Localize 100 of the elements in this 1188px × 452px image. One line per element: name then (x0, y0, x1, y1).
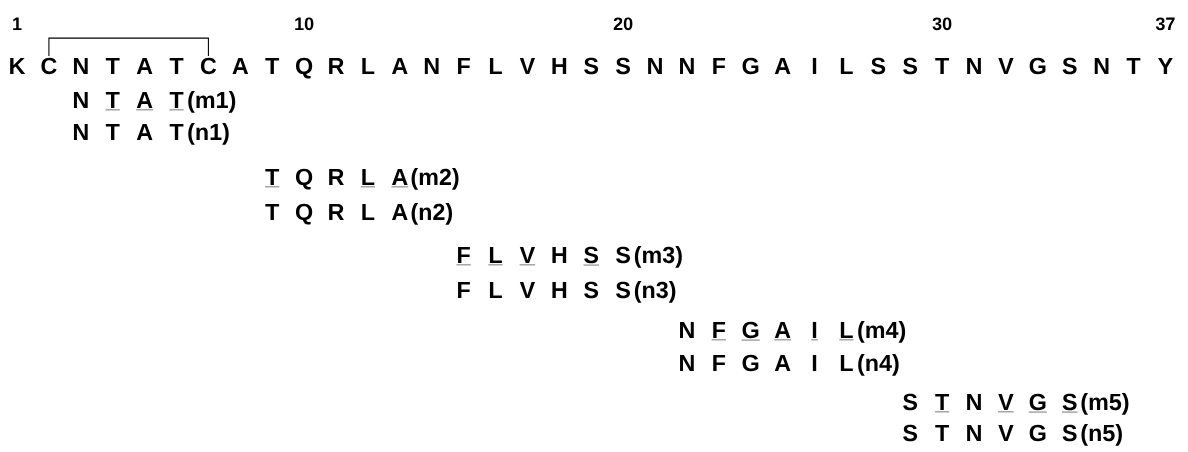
peptide-residue: F (458, 281, 470, 298)
underlined-residue: I (811, 321, 818, 341)
underlined-residue: L (488, 246, 503, 266)
sequence-residue: L (489, 57, 502, 74)
sequence-residue: N (424, 57, 439, 74)
sequence-residue: S (903, 57, 918, 75)
peptide-residue: N (680, 321, 694, 338)
position-number: 10 (295, 17, 314, 31)
peptide-label: (m2) (411, 168, 459, 190)
sequence-residue: F (458, 57, 470, 74)
peptide-label: (m3) (634, 246, 682, 268)
peptide-label: (n2) (411, 203, 452, 225)
peptide-residue: Q (296, 203, 313, 225)
peptide-residue: S (616, 281, 630, 299)
underlined-residue: A (391, 168, 409, 188)
peptide-residue: N (967, 393, 981, 410)
peptide-label: (n5) (1081, 424, 1122, 446)
underlined-residue: A (135, 91, 154, 111)
underlined-residue: F (711, 321, 727, 341)
peptide-residue: N (680, 354, 694, 371)
underlined-residue: F (456, 246, 471, 266)
sequence-residue: S (1062, 57, 1077, 75)
peptide-residue: V (519, 281, 536, 298)
sequence-residue: Q (296, 57, 313, 79)
underlined-residue: V (997, 393, 1014, 413)
peptide-residue: S (903, 424, 918, 442)
sequence-residue: N (73, 57, 88, 74)
sequence-residue: R (329, 57, 344, 74)
peptide-residue: L (840, 354, 853, 371)
peptide-residue: N (73, 91, 88, 108)
underlined-residue: A (773, 321, 792, 341)
sequence-residue: L (362, 57, 375, 74)
sequence-residue: T (265, 57, 280, 74)
peptide-residue: R (329, 203, 344, 220)
peptide-residue: N (967, 424, 981, 441)
disulfide-bond (48, 37, 209, 57)
underlined-residue: G (1028, 393, 1048, 413)
peptide-residue: H (552, 246, 567, 263)
sequence-residue: A (774, 57, 791, 74)
sequence-residue: I (812, 57, 817, 74)
sequence-residue: C (200, 57, 217, 75)
sequence-residue: N (680, 57, 694, 74)
peptide-residue: A (391, 203, 408, 220)
position-number: 20 (613, 17, 633, 31)
peptide-residue: Q (296, 168, 313, 190)
sequence-residue: L (840, 57, 853, 74)
underlined-residue: T (169, 91, 184, 111)
peptide-label: (n1) (188, 123, 229, 145)
peptide-residue: G (1029, 424, 1046, 442)
position-number: 1 (13, 17, 22, 30)
peptide-residue: F (713, 354, 726, 371)
peptide-residue: R (329, 168, 344, 185)
peptide-label: (n3) (634, 281, 676, 303)
position-number: 37 (1155, 17, 1175, 31)
sequence-residue: T (169, 57, 184, 74)
underlined-residue: T (934, 393, 950, 413)
peptide-label: (m1) (188, 91, 236, 113)
peptide-residue: T (169, 123, 184, 140)
sequence-residue: A (391, 57, 408, 74)
peptide-residue: A (774, 354, 791, 371)
underlined-residue: S (1061, 393, 1078, 413)
peptide-residue: T (935, 424, 949, 441)
underlined-residue: G (741, 321, 761, 341)
peptide-residue: A (136, 123, 153, 140)
peptide-residue: S (1062, 424, 1077, 442)
sequence-residue: T (1126, 57, 1141, 74)
sequence-residue: A (136, 57, 153, 74)
sequence-residue: V (519, 57, 536, 74)
sequence-residue: N (967, 57, 981, 74)
underlined-residue: T (105, 91, 121, 111)
sequence-residue: Y (1158, 57, 1173, 74)
peptide-residue: I (812, 354, 817, 371)
underlined-residue: L (360, 168, 376, 188)
peptide-residue: S (584, 281, 599, 299)
peptide-residue: N (73, 123, 88, 140)
peptide-residue: G (742, 354, 759, 372)
peptide-label: (n4) (858, 354, 899, 376)
peptide-residue: S (616, 246, 630, 264)
sequence-residue: N (1094, 57, 1109, 74)
peptide-label: (m4) (858, 321, 906, 343)
underlined-residue: S (583, 246, 600, 266)
peptide-residue: S (903, 393, 918, 411)
sequence-residue: A (232, 57, 249, 74)
sequence-residue: C (41, 57, 57, 75)
sequence-residue: S (871, 57, 886, 75)
peptide-residue: L (489, 281, 502, 298)
underlined-residue: L (839, 321, 854, 341)
underlined-residue: T (264, 168, 280, 188)
peptide-residue: T (105, 123, 120, 140)
sequence-residue: S (616, 57, 630, 75)
peptide-residue: H (552, 281, 567, 298)
position-number: 30 (932, 17, 952, 31)
peptide-residue: V (998, 424, 1014, 441)
sequence-residue: G (1029, 57, 1046, 75)
sequence-residue: N (648, 57, 662, 74)
peptide-label: (m5) (1081, 393, 1129, 415)
sequence-residue: V (998, 57, 1014, 74)
sequence-residue: G (742, 57, 759, 75)
peptide-residue: T (265, 203, 280, 220)
sequence-residue: T (105, 57, 120, 74)
